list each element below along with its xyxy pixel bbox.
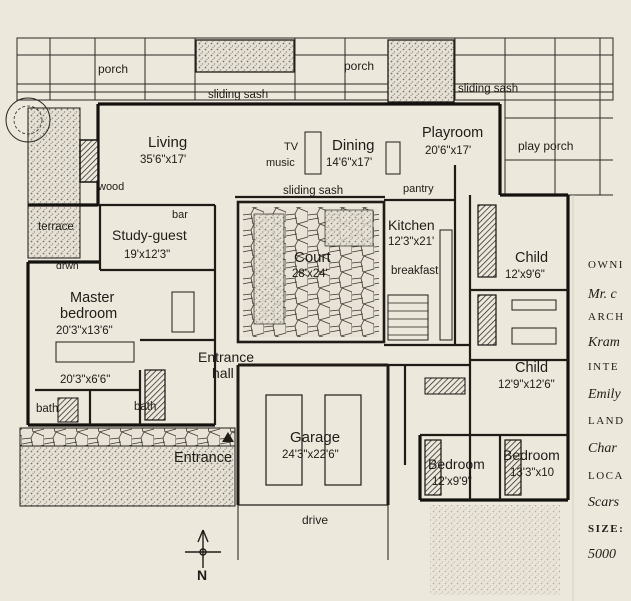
label-garage: Garage <box>290 429 340 446</box>
label-master-dim: 20'3"x13'6" <box>56 325 113 337</box>
planter-left <box>195 39 295 73</box>
sidebar-interior-label: INTE <box>588 361 619 373</box>
label-playroom-dim: 20'6"x17' <box>425 145 471 157</box>
closet-bath <box>144 369 166 421</box>
planter-right <box>387 39 455 103</box>
fireplace <box>79 139 99 183</box>
kitchen-counter <box>439 229 453 341</box>
label-entrance: Entrance <box>174 450 232 466</box>
label-north: N <box>197 567 207 583</box>
tree-canopy <box>5 97 51 143</box>
label-pantry: pantry <box>403 183 434 195</box>
label-music: music <box>266 157 295 169</box>
label-play-porch: play porch <box>518 139 573 153</box>
label-porch-right: porch <box>344 59 374 73</box>
closet-bedroom-1 <box>424 439 442 496</box>
label-kitchen-dim: 12'3"x21' <box>388 236 434 248</box>
label-garage-dim: 24'3"x22'6" <box>282 449 339 461</box>
garage-car-left <box>265 394 303 486</box>
label-breakfast: breakfast <box>391 265 439 277</box>
label-study-guest-dim: 19'x12'3" <box>124 249 170 261</box>
label-porch-left: porch <box>98 62 128 76</box>
closet-bedroom-2 <box>504 439 522 496</box>
label-dining: Dining <box>332 137 375 154</box>
entrance-planting <box>19 445 236 507</box>
bath-fixture-hatch-2 <box>424 377 466 395</box>
entrance-arrow <box>222 432 234 442</box>
label-bar: bar <box>172 209 188 221</box>
label-court-dim: 28'x24' <box>292 268 328 280</box>
label-bedroom-2-dim: 13'3"x10 <box>510 467 554 479</box>
child-shelf <box>511 299 557 311</box>
label-dining-dim: 14'6"x17' <box>326 157 372 169</box>
sidebar-location-value: Scars <box>588 495 620 510</box>
porch-trellis <box>16 37 614 196</box>
label-tv: TV <box>284 141 299 153</box>
master-closet <box>171 291 195 333</box>
label-bedroom-1-dim: 12'x9'9" <box>432 476 472 488</box>
dressing-counter <box>55 341 135 363</box>
label-bath-1: bath <box>36 403 58 415</box>
label-child-1-dim: 12'x9'6" <box>505 269 545 281</box>
label-drive: drive <box>302 513 328 527</box>
north-arrow <box>185 529 221 568</box>
label-entrance-hall-2: hall <box>212 365 234 381</box>
label-court: Court <box>294 249 332 266</box>
label-study-guest: Study-guest <box>112 227 187 243</box>
label-sliding-sash-mid: sliding sash <box>283 185 343 197</box>
stair <box>387 294 429 341</box>
sidebar-size-label: SIZE: <box>588 523 624 535</box>
closet-child-1 <box>477 204 497 278</box>
label-dressing-dim: 20'3"x6'6" <box>60 374 110 386</box>
label-bedroom-1: Bedroom <box>428 456 485 472</box>
sidebar-landscape-value: Char <box>588 441 617 456</box>
label-master-2: bedroom <box>60 306 117 322</box>
court-planting-left <box>253 213 285 325</box>
label-sliding-sash-top: sliding sash <box>208 89 268 101</box>
label-bedroom-2: Bedroom <box>503 447 560 463</box>
label-wood: wood <box>97 181 124 193</box>
label-child-2: Child <box>515 360 548 376</box>
label-master-1: Master <box>70 290 114 306</box>
sidebar-architect-label: ARCH <box>588 311 625 323</box>
label-entrance-hall-1: Entrance <box>198 349 254 365</box>
label-sliding-sash-right: sliding sash <box>458 83 518 95</box>
stair-treads <box>388 302 428 336</box>
sidebar-location-label: LOCA <box>588 470 624 482</box>
label-living-dim: 35'6"x17' <box>140 154 186 166</box>
sidebar-owner-value: Mr. c <box>587 287 618 302</box>
label-bath-2: bath <box>134 401 156 413</box>
court-planting-right <box>324 209 374 247</box>
garage-car-right <box>324 394 362 486</box>
child-desk <box>511 327 557 345</box>
label-child-2-dim: 12'9"x12'6" <box>498 379 555 391</box>
sidebar-interior-value: Emily <box>587 387 621 402</box>
label-child-1: Child <box>515 250 548 266</box>
interior-walls <box>35 165 568 506</box>
terrace-planting <box>27 107 81 259</box>
pantry-cabinet <box>385 141 401 175</box>
label-kitchen: Kitchen <box>388 217 435 233</box>
label-living: Living <box>148 134 187 151</box>
sidebar-owner-label: OWNI <box>588 259 624 271</box>
tree-canopy-inner <box>13 105 43 135</box>
sidebar-architect-value: Kram <box>587 335 620 350</box>
closet-child-2 <box>477 294 497 346</box>
bath-fixture-hatch <box>57 397 79 423</box>
sidebar-landscape-label: LAND <box>588 415 625 427</box>
lawn-bottom-right <box>430 505 560 595</box>
exterior-walls <box>26 102 570 502</box>
entrance-walk <box>19 427 236 447</box>
label-playroom: Playroom <box>422 125 483 141</box>
sidebar-size-value: 5000 <box>588 547 616 562</box>
label-drwn: drwn <box>56 260 79 272</box>
tv-cabinet <box>304 131 322 175</box>
label-terrace: terrace <box>38 221 74 233</box>
